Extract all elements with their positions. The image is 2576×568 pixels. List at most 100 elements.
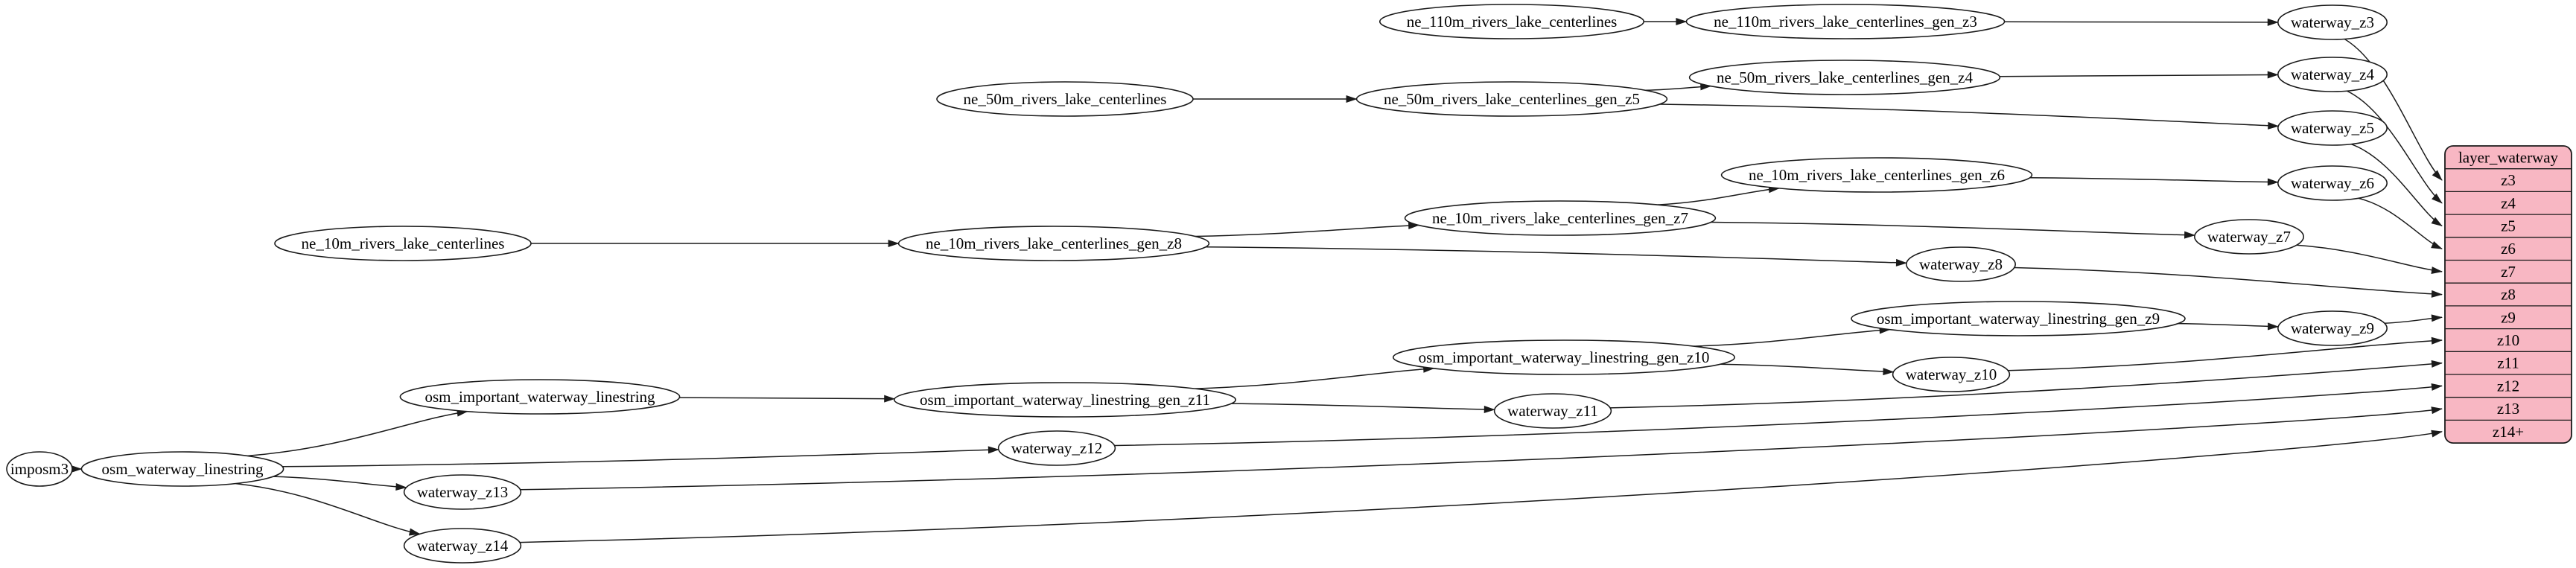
edge-waterway_z5-to-layer_waterway-z5 — [2350, 143, 2443, 227]
edge-osm_important_waterway_linestring_gen_z11-to-osm_important_waterway_linestring_gen_z10 — [1195, 365, 1435, 389]
ne_10m_rivers_lake_centerlines-label: ne_10m_rivers_lake_centerlines — [302, 234, 505, 252]
ne_10m_rivers_lake_centerlines_gen_z7-ellipse — [1404, 200, 1717, 236]
node-osm_important_waterway_linestring: osm_important_waterway_linestring — [399, 379, 681, 415]
table-row-z12-label: z12 — [2497, 377, 2519, 395]
waterway_z5-ellipse — [2277, 110, 2388, 146]
node-ne_10m_rivers_lake_centerlines_gen_z8: ne_10m_rivers_lake_centerlines_gen_z8 — [897, 226, 1210, 261]
table-row-z6-label: z6 — [2501, 240, 2516, 258]
node-ne_110m_rivers_lake_centerlines_gen_z3: ne_110m_rivers_lake_centerlines_gen_z3 — [1685, 4, 2006, 39]
osm_important_waterway_linestring_gen_z10-ellipse — [1393, 339, 1736, 375]
waterway_z9-label: waterway_z9 — [2291, 319, 2374, 337]
table-row-z11-label: z11 — [2497, 354, 2519, 372]
node-osm_waterway_linestring: osm_waterway_linestring — [80, 451, 284, 487]
node-waterway_z6: waterway_z6 — [2277, 165, 2388, 201]
waterway_z6-ellipse — [2277, 165, 2388, 201]
edge-ne_50m_rivers_lake_centerlines_gen_z5-to-ne_50m_rivers_lake_centerlines_gen_z4 — [1645, 83, 1712, 92]
ne_10m_rivers_lake_centerlines_gen_z6-label: ne_10m_rivers_lake_centerlines_gen_z6 — [1749, 166, 2005, 184]
node-osm_important_waterway_linestring_gen_z10: osm_important_waterway_linestring_gen_z1… — [1393, 339, 1736, 375]
waterway_z4-ellipse — [2277, 57, 2388, 92]
edge-osm_important_waterway_linestring_gen_z9-to-waterway_z9 — [2178, 322, 2280, 331]
edge-waterway_z13-to-layer_waterway-z13 — [520, 406, 2443, 491]
ne_110m_rivers_lake_centerlines_gen_z3-ellipse — [1685, 4, 2006, 39]
node-ne_110m_rivers_lake_centerlines: ne_110m_rivers_lake_centerlines — [1379, 4, 1645, 39]
ne_110m_rivers_lake_centerlines-label: ne_110m_rivers_lake_centerlines — [1407, 13, 1618, 31]
node-ne_10m_rivers_lake_centerlines_gen_z6: ne_10m_rivers_lake_centerlines_gen_z6 — [1720, 157, 2033, 193]
osm_important_waterway_linestring_gen_z9-label: osm_important_waterway_linestring_gen_z9 — [1877, 310, 2160, 328]
node-imposm3: imposm3 — [6, 451, 73, 487]
layer-waterway-background — [2444, 145, 2572, 444]
waterway_z12-label: waterway_z12 — [1011, 439, 1102, 457]
osm_important_waterway_linestring-ellipse — [399, 379, 681, 415]
edges-layer — [71, 18, 2443, 543]
node-waterway_z11: waterway_z11 — [1493, 393, 1612, 429]
osm_important_waterway_linestring_gen_z10-label: osm_important_waterway_linestring_gen_z1… — [1419, 348, 1710, 366]
node-ne_10m_rivers_lake_centerlines_gen_z7: ne_10m_rivers_lake_centerlines_gen_z7 — [1404, 200, 1717, 236]
edge-waterway_z7-to-layer_waterway-z7 — [2296, 244, 2443, 275]
node-waterway_z7: waterway_z7 — [2194, 219, 2305, 255]
layer-waterway-title: layer_waterway — [2458, 148, 2559, 166]
ne_10m_rivers_lake_centerlines_gen_z8-ellipse — [897, 226, 1210, 261]
ne_50m_rivers_lake_centerlines-label: ne_50m_rivers_lake_centerlines — [964, 90, 1167, 108]
ne_50m_rivers_lake_centerlines_gen_z5-ellipse — [1355, 81, 1668, 117]
edge-osm_important_waterway_linestring_gen_z10-to-osm_important_waterway_linestring_gen_z9 — [1694, 326, 1891, 347]
waterway_z14-label: waterway_z14 — [417, 537, 509, 555]
osm_important_waterway_linestring_gen_z11-label: osm_important_waterway_linestring_gen_z1… — [920, 391, 1210, 409]
ne_10m_rivers_lake_centerlines_gen_z6-ellipse — [1720, 157, 2033, 193]
node-waterway_z4: waterway_z4 — [2277, 57, 2388, 92]
waterway_z7-label: waterway_z7 — [2207, 228, 2291, 246]
edge-waterway_z11-to-layer_waterway-z11 — [1610, 360, 2443, 409]
waterway_z4-label: waterway_z4 — [2291, 66, 2374, 83]
waterway_z13-label: waterway_z13 — [417, 483, 508, 501]
node-waterway_z12: waterway_z12 — [997, 430, 1116, 466]
osm_important_waterway_linestring_gen_z11-ellipse — [894, 382, 1237, 418]
node-waterway_z14: waterway_z14 — [403, 528, 522, 564]
edge-osm_important_waterway_linestring_gen_z11-to-waterway_z11 — [1231, 403, 1495, 413]
node-waterway_z8: waterway_z8 — [1906, 246, 2017, 282]
edge-osm_waterway_linestring-to-waterway_z12 — [282, 446, 999, 468]
edge-osm_waterway_linestring-to-waterway_z14 — [235, 482, 421, 536]
waterway_z11-label: waterway_z11 — [1507, 402, 1598, 420]
waterway_z8-label: waterway_z8 — [1919, 255, 2003, 273]
table-row-z7-label: z7 — [2501, 263, 2516, 281]
node-ne_10m_rivers_lake_centerlines: ne_10m_rivers_lake_centerlines — [274, 226, 532, 261]
node-waterway_z13: waterway_z13 — [403, 474, 522, 510]
ne_50m_rivers_lake_centerlines_gen_z4-label: ne_50m_rivers_lake_centerlines_gen_z4 — [1717, 68, 1974, 86]
ne_110m_rivers_lake_centerlines_gen_z3-label: ne_110m_rivers_lake_centerlines_gen_z3 — [1714, 13, 1977, 31]
ne_50m_rivers_lake_centerlines_gen_z5-label: ne_50m_rivers_lake_centerlines_gen_z5 — [1384, 90, 1640, 108]
waterway_z3-label: waterway_z3 — [2291, 13, 2374, 31]
osm_important_waterway_linestring_gen_z9-ellipse — [1851, 301, 2186, 336]
node-ne_50m_rivers_lake_centerlines: ne_50m_rivers_lake_centerlines — [936, 81, 1194, 117]
waterway_z9-ellipse — [2277, 310, 2388, 346]
edge-osm_important_waterway_linestring-to-osm_important_waterway_linestring_gen_z11 — [679, 395, 896, 403]
edge-waterway_z14-to-layer_waterway-z14+ — [519, 430, 2443, 543]
ne_50m_rivers_lake_centerlines_gen_z4-ellipse — [1688, 60, 2001, 95]
table-row-z5-label: z5 — [2501, 217, 2516, 234]
edge-ne_10m_rivers_lake_centerlines_gen_z7-to-ne_10m_rivers_lake_centerlines_gen_z6 — [1657, 185, 1780, 205]
waterway_z6-label: waterway_z6 — [2291, 174, 2374, 192]
waterway_z14-ellipse — [403, 528, 522, 564]
table-row-z10-label: z10 — [2497, 331, 2519, 349]
osm_important_waterway_linestring-label: osm_important_waterway_linestring — [424, 388, 655, 406]
edge-waterway_z9-to-layer_waterway-z9 — [2384, 314, 2443, 324]
waterway_z5-label: waterway_z5 — [2291, 119, 2374, 137]
waterway_z13-ellipse — [403, 474, 522, 510]
table-row-z8-label: z8 — [2501, 286, 2516, 304]
waterway_z11-ellipse — [1493, 393, 1612, 429]
node-osm_important_waterway_linestring_gen_z11: osm_important_waterway_linestring_gen_z1… — [894, 382, 1237, 418]
imposm3-label: imposm3 — [10, 460, 69, 478]
ne_10m_rivers_lake_centerlines_gen_z7-label: ne_10m_rivers_lake_centerlines_gen_z7 — [1432, 209, 1688, 227]
table-layer-waterway: layer_waterwayz3z4z5z6z7z8z9z10z11z12z13… — [2444, 145, 2572, 444]
node-waterway_z9: waterway_z9 — [2277, 310, 2388, 346]
waterway_z7-ellipse — [2194, 219, 2305, 255]
edge-ne_10m_rivers_lake_centerlines_gen_z8-to-waterway_z8 — [1205, 246, 1907, 267]
waterway_z3-ellipse — [2277, 4, 2388, 40]
node-waterway_z5: waterway_z5 — [2277, 110, 2388, 146]
edge-waterway_z12-to-layer_waterway-z12 — [1114, 383, 2443, 447]
node-waterway_z10: waterway_z10 — [1892, 357, 2011, 392]
node-waterway_z3: waterway_z3 — [2277, 4, 2388, 40]
ne_10m_rivers_lake_centerlines_gen_z8-label: ne_10m_rivers_lake_centerlines_gen_z8 — [926, 234, 1182, 252]
edge-waterway_z4-to-layer_waterway-z4 — [2347, 90, 2443, 204]
edge-waterway_z8-to-layer_waterway-z8 — [2014, 267, 2443, 298]
